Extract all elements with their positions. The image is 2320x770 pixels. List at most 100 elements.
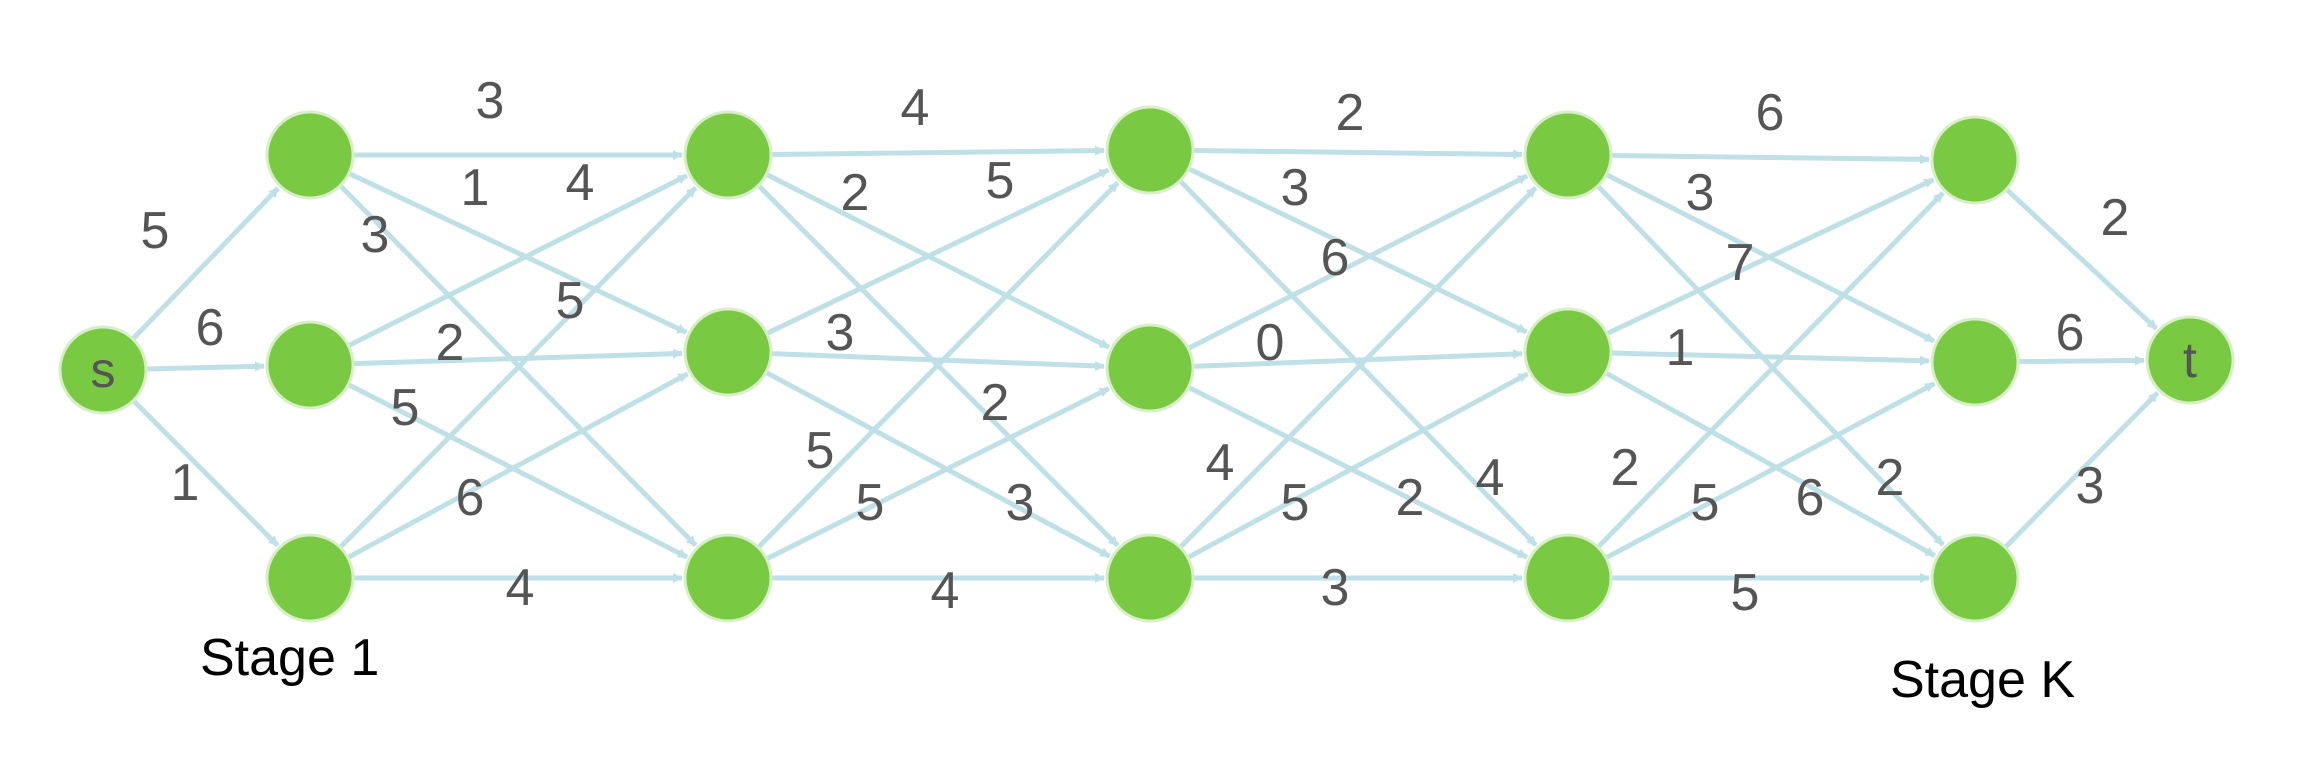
- edge-weight-label: 6: [1796, 469, 1825, 527]
- edge-weight-label: 7: [1726, 234, 1755, 292]
- source-node-label: s: [91, 342, 116, 398]
- edge-weight-label: 2: [436, 314, 465, 372]
- edge-1-1-to-2-2: [347, 382, 689, 560]
- edge-4-1-to-5-1: [1610, 350, 1931, 366]
- edge-4-0-to-5-0: [1610, 153, 1931, 165]
- edge-3-2-to-4-0: [1178, 185, 1538, 550]
- edge-weight-label: 6: [1756, 84, 1785, 142]
- edge-2-1-to-3-0: [765, 167, 1110, 336]
- edge-weight-label: 6: [2056, 304, 2085, 362]
- edge-2-1-to-3-2: [764, 370, 1111, 559]
- edge-2-1-to-3-1: [770, 351, 1106, 371]
- stage-node-5-1: [1930, 317, 2020, 407]
- edge-weight-label: 1: [1666, 319, 1695, 377]
- edge-2-0-to-3-0: [770, 145, 1106, 157]
- edge-weight-label: 4: [1476, 449, 1505, 507]
- stage-node-2-1: [683, 307, 773, 397]
- edge-2-2-to-3-0: [756, 181, 1120, 550]
- edge-weight-label: 5: [856, 474, 885, 532]
- edge-weight-label: 5: [1281, 474, 1310, 532]
- edge-3-2-to-4-1: [1186, 371, 1529, 560]
- edge-3-0-to-4-0: [1192, 148, 1524, 160]
- stage-node-1-1: [265, 320, 355, 410]
- edge-weight-label: 3: [1686, 164, 1715, 222]
- edge-weight-label: 5: [1691, 474, 1720, 532]
- edge-weight-label: 5: [806, 422, 835, 480]
- edge-weight-label: 2: [981, 374, 1010, 432]
- edge-weight-label: 2: [1876, 449, 1905, 507]
- stage-node-1-2: [265, 533, 355, 623]
- edge-5-0-to-t: [2004, 187, 2159, 331]
- stage-node-2-0: [683, 110, 773, 200]
- edge-1-2-to-2-0: [338, 185, 698, 550]
- edge-weight-label: 3: [361, 206, 390, 264]
- stage-node-2-2: [683, 533, 773, 623]
- edge-weight-label: 0: [1256, 314, 1285, 372]
- edge-weight-label: 5: [556, 272, 585, 330]
- edge-4-2-to-5-0: [1596, 191, 1945, 549]
- stage-k-label: Stage K: [1890, 651, 2076, 709]
- weights-layer: 5613134255644225335542346024536367122552…: [141, 72, 2130, 622]
- edge-weight-label: 2: [841, 164, 870, 222]
- stage-node-3-2: [1105, 533, 1195, 623]
- edge-weight-label: 6: [1321, 229, 1350, 287]
- edge-weight-label: 5: [391, 379, 420, 437]
- edge-s-to-1-2: [131, 398, 280, 548]
- edge-4-1-to-5-0: [1605, 177, 1935, 336]
- edge-1-2-to-2-1: [346, 371, 689, 560]
- edge-1-1-to-2-1: [352, 348, 684, 367]
- edge-weight-label: 3: [2076, 457, 2105, 515]
- edge-weight-label: 4: [901, 79, 930, 137]
- edge-5-2-to-t: [2003, 390, 2160, 550]
- stage-node-3-1: [1105, 323, 1195, 413]
- sink-node-label: t: [2183, 332, 2197, 388]
- edge-4-0-to-5-2: [1596, 184, 1945, 547]
- edge-weight-label: 1: [171, 454, 200, 512]
- edge-1-1-to-2-0: [347, 173, 689, 348]
- source-node: [58, 325, 148, 415]
- edge-3-1-to-4-0: [1187, 173, 1529, 351]
- stage-node-4-0: [1523, 110, 1613, 200]
- edge-3-1-to-4-2: [1187, 385, 1529, 560]
- stage-node-5-2: [1930, 533, 2020, 623]
- edge-weight-label: 1: [461, 159, 490, 217]
- edges-layer: [131, 145, 2160, 583]
- stage-node-4-2: [1523, 533, 1613, 623]
- edge-weight-label: 4: [506, 559, 535, 617]
- edge-3-0-to-4-1: [1187, 166, 1528, 335]
- stage-node-3-0: [1105, 105, 1195, 195]
- edge-weight-label: 4: [1206, 434, 1235, 492]
- edge-weight-label: 6: [196, 299, 225, 357]
- edge-weight-label: 4: [931, 562, 960, 620]
- edge-weight-label: 2: [1396, 469, 1425, 527]
- edge-4-2-to-5-1: [1604, 381, 1936, 561]
- edge-weight-label: 6: [456, 469, 485, 527]
- stage-node-5-0: [1930, 115, 2020, 205]
- edge-5-1-to-t: [2017, 355, 2146, 366]
- edge-3-1-to-4-1: [1192, 349, 1524, 369]
- edge-weight-label: 2: [1336, 84, 1365, 142]
- sink-node: [2145, 315, 2235, 405]
- edge-s-to-1-1: [145, 361, 266, 372]
- edge-weight-label: 3: [1006, 474, 1035, 532]
- edge-weight-label: 2: [2101, 189, 2130, 247]
- edge-3-0-to-4-2: [1178, 179, 1538, 547]
- stage-1-label: Stage 1: [200, 629, 380, 687]
- edge-weight-label: 5: [1731, 564, 1760, 622]
- edge-weight-label: 3: [1281, 159, 1310, 217]
- stage-node-1-0: [265, 110, 355, 200]
- edge-weight-label: 4: [566, 154, 595, 212]
- edge-weight-label: 3: [1321, 559, 1350, 617]
- edge-2-2-to-3-1: [765, 386, 1110, 562]
- edge-weight-label: 2: [1611, 439, 1640, 497]
- edge-1-0-to-2-1: [347, 171, 688, 335]
- edge-4-1-to-5-2: [1604, 370, 1936, 558]
- edge-weight-label: 5: [141, 202, 170, 260]
- stage-node-4-1: [1523, 307, 1613, 397]
- edge-weight-label: 3: [476, 72, 505, 130]
- edge-s-to-1-0: [131, 186, 280, 341]
- edge-2-0-to-3-1: [765, 172, 1111, 350]
